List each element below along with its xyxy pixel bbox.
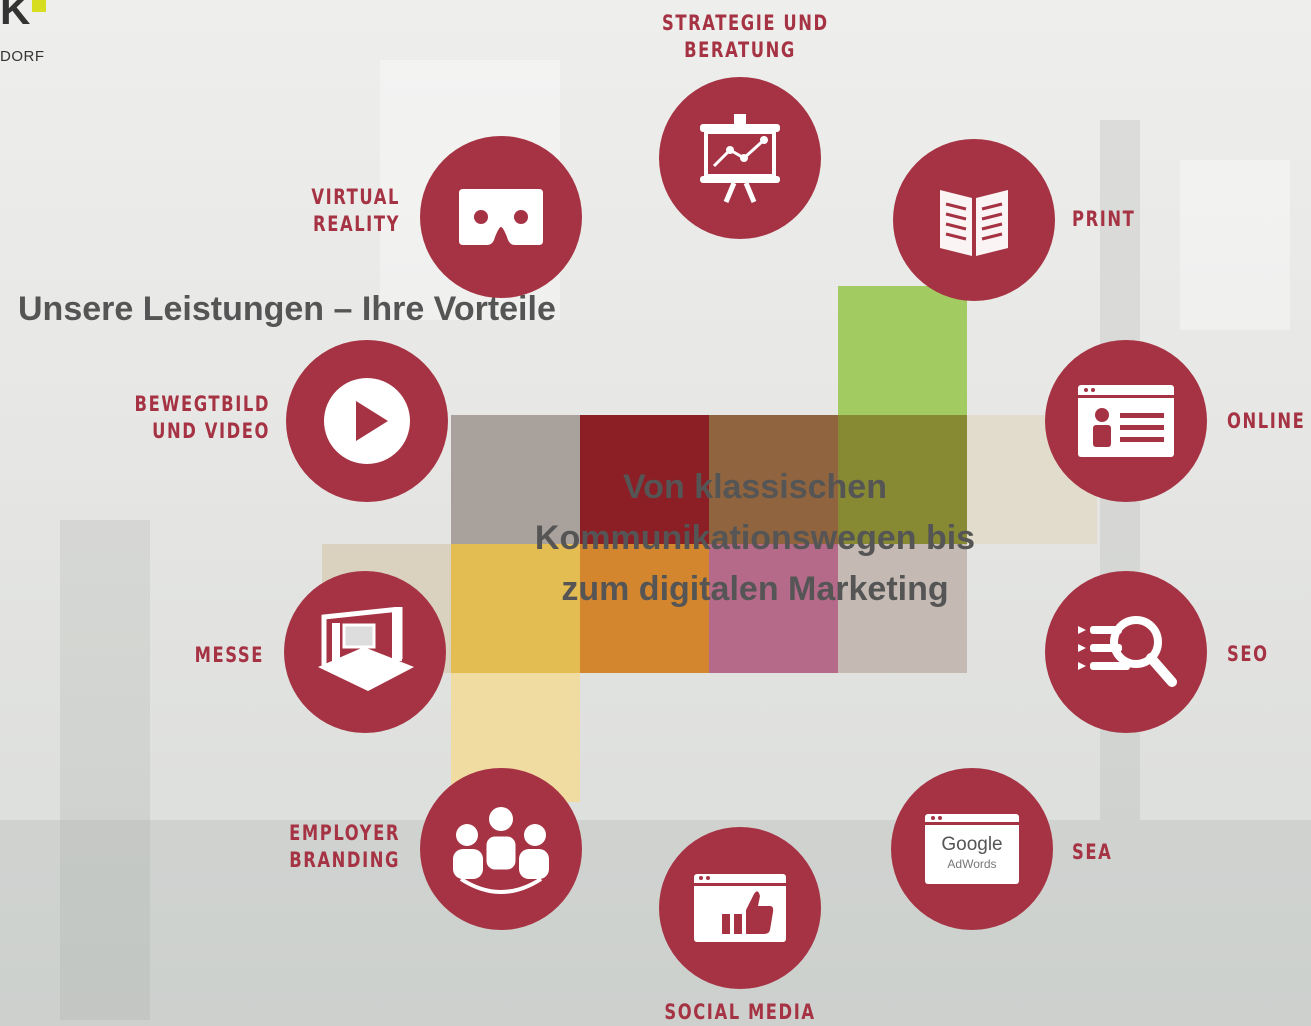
service-sea-circle[interactable]: Google AdWords (891, 768, 1053, 930)
open-magazine-icon (940, 190, 1008, 256)
tagline-line: zum digitalen Marketing (561, 570, 949, 608)
service-label-vr: VIRTUAL REALITY (311, 185, 400, 236)
color-block (580, 544, 709, 673)
color-block (451, 544, 580, 673)
tagline-line: Von klassischen (623, 468, 887, 506)
background-shadow (60, 520, 150, 1020)
color-block (451, 415, 580, 544)
color-block (580, 415, 709, 544)
presentation-chart-icon (700, 114, 780, 203)
color-block (709, 544, 838, 673)
trade-fair-booth-icon (318, 607, 414, 691)
service-messe-circle[interactable] (284, 571, 446, 733)
color-block (838, 286, 967, 415)
service-online-circle[interactable] (1045, 340, 1207, 502)
color-block (709, 415, 838, 544)
logo-accent-bar (32, 0, 46, 12)
google-adwords-icon: Google AdWords (925, 814, 1019, 884)
tagline-line: Kommunikationswegen bis (534, 519, 976, 557)
page-title: Unsere Leistungen – Ihre Vorteile (18, 290, 556, 328)
service-label-seo: SEO (1227, 642, 1269, 666)
service-label-employer: EMPLOYER BRANDING (289, 821, 400, 872)
service-vr-circle[interactable] (420, 136, 582, 298)
logo-mark: K (0, 0, 31, 33)
center-tagline: Von klassischen Kommunikationswegen bis … (460, 462, 1050, 615)
service-label-sea: SEA (1072, 840, 1113, 864)
service-employer-circle[interactable] (420, 768, 582, 930)
play-button-icon (324, 378, 410, 464)
vr-headset-icon (459, 189, 543, 245)
service-label-social: SOCIAL MEDIA (664, 1000, 816, 1024)
service-print-circle[interactable] (893, 139, 1055, 301)
website-profile-icon (1078, 385, 1174, 457)
background-light-panel (1180, 160, 1290, 330)
service-label-print: PRINT (1072, 207, 1136, 231)
color-block (838, 544, 967, 673)
search-list-icon (1078, 616, 1177, 687)
service-strategie-circle[interactable] (659, 77, 821, 239)
service-label-online: ONLINE (1227, 409, 1306, 433)
service-bewegtbild-circle[interactable] (286, 340, 448, 502)
team-group-icon (453, 807, 549, 894)
service-label-bewegtbild: BEWEGTBILD UND VIDEO (134, 392, 270, 443)
background-shadow (0, 820, 1311, 1026)
service-label-messe: MESSE (194, 643, 264, 667)
logo-subtitle: DORF (0, 48, 45, 65)
service-seo-circle[interactable] (1045, 571, 1207, 733)
thumbs-up-browser-icon (694, 874, 786, 942)
service-social-circle[interactable] (659, 827, 821, 989)
color-block (838, 415, 967, 544)
service-label-strategie: STRATEGIE UND BERATUNG (662, 11, 829, 62)
